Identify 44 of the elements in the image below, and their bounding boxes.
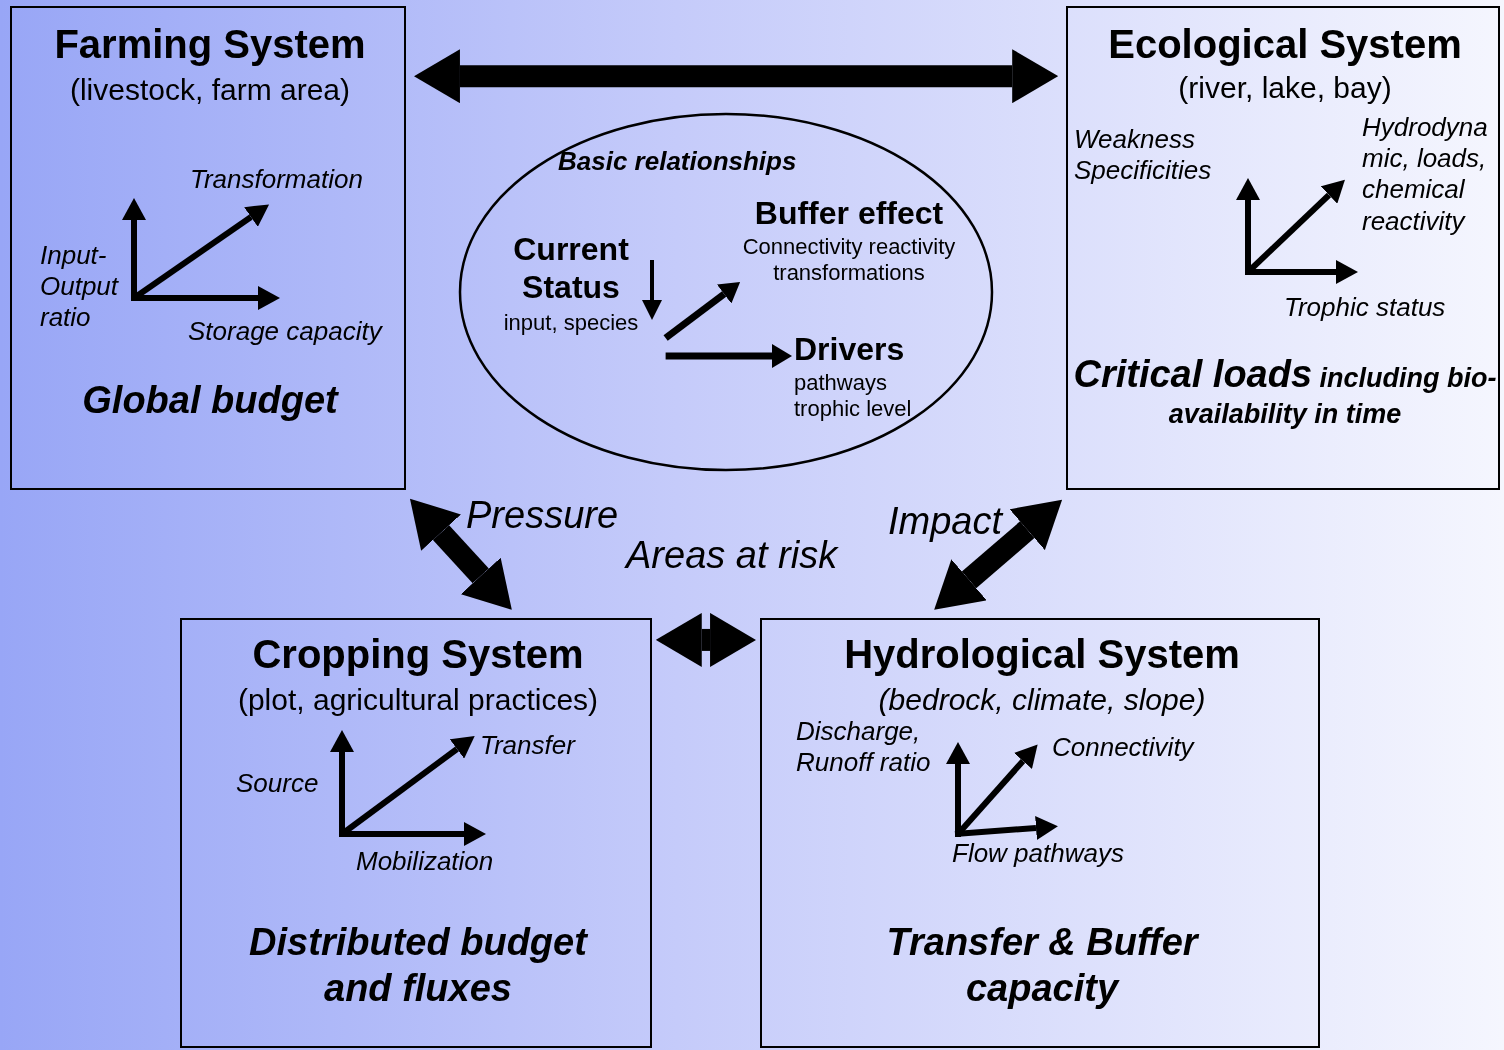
concept-description: pathways trophic level (794, 370, 913, 423)
system-box (1066, 6, 1500, 490)
arrow (665, 344, 792, 368)
system-title: Farming System (53, 21, 367, 68)
system-box (760, 618, 1320, 1048)
system-subtitle: (livestock, farm area) (68, 72, 352, 108)
concept-title: Current Status (512, 230, 630, 307)
system-box (10, 6, 406, 490)
block-arrow (409, 498, 512, 610)
system-title: Hydrological System (843, 631, 1241, 678)
system-subtitle: (plot, agricultural practices) (236, 682, 600, 718)
block-arrow (934, 499, 1063, 610)
concept-title: Buffer effect (753, 194, 945, 233)
summary-text: Critical loads including bio-availability in time (1072, 352, 1498, 430)
concept-description: input, species (502, 310, 640, 337)
axis-label: Trophic status (1284, 292, 1447, 324)
edge-label: Areas at risk (626, 534, 838, 577)
ellipse-heading: Basic relationships (558, 146, 798, 178)
concept-description: Connectivity reactivity transformations (741, 234, 957, 287)
edge-label: Pressure (466, 494, 619, 537)
system-title: Ecological System (1107, 21, 1463, 68)
summary-text: Global budget (81, 378, 340, 423)
system-subtitle: (river, lake, bay) (1177, 70, 1393, 106)
summary-text: Transfer & Buffer capacity (885, 920, 1201, 1011)
axis-label: Discharge, Runoff ratio (796, 716, 932, 779)
axis-label: Mobilization (356, 846, 495, 878)
axis-label: Connectivity (1052, 732, 1196, 764)
block-arrow (413, 49, 1059, 104)
summary-text: Distributed budget and fluxes (248, 920, 589, 1011)
system-title: Cropping System (251, 631, 585, 678)
axis-label: Input-Output ratio (40, 240, 120, 334)
edge-label: Impact (888, 500, 1003, 543)
system-subtitle: (bedrock, climate, slope) (877, 682, 1207, 718)
axis-label: Transfer (480, 730, 577, 762)
arrow (663, 282, 741, 341)
axis-label: Storage capacity (188, 316, 384, 348)
block-arrow (655, 612, 757, 667)
concept-title: Drivers (794, 330, 906, 369)
system-box (180, 618, 652, 1048)
axis-label: Flow pathways (952, 838, 1125, 870)
axis-label: Transformation (190, 164, 364, 196)
axis-label: Hydrodyna mic, loads, chemical reactivity (1362, 112, 1489, 237)
axis-label: Source (236, 768, 320, 800)
axis-label: Weakness Specificities (1074, 124, 1213, 187)
